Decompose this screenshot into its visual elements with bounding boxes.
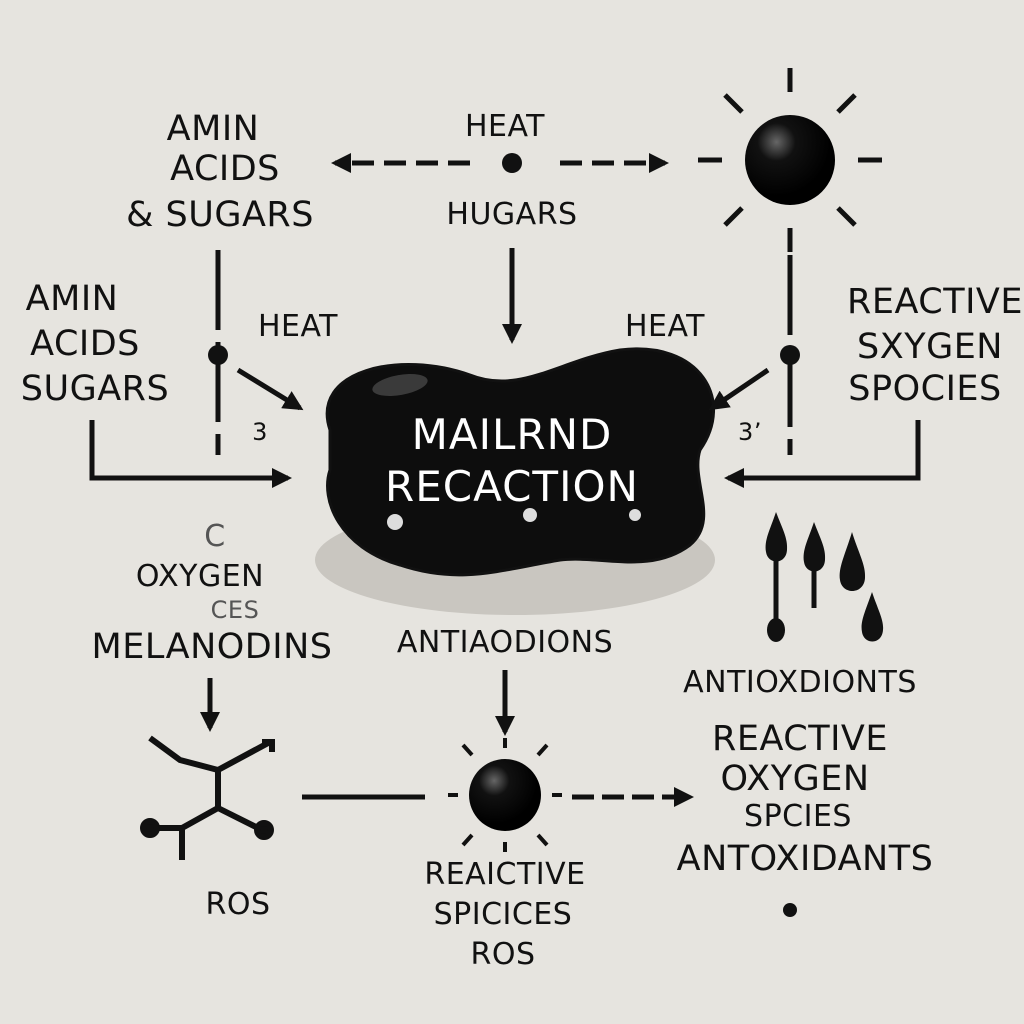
label-amino-2: ACIDS	[170, 149, 280, 189]
molecule-icon	[140, 735, 275, 860]
label-amino-mid-3: SUGARS	[20, 369, 170, 409]
heat-node-right	[780, 345, 800, 365]
reaction-title-line1: MAILRND	[411, 410, 613, 459]
label-antioxidants-br: ANTOXIDANTS	[676, 839, 934, 879]
label-heat-right: HEAT	[624, 309, 706, 344]
reaction-title-line2: RECACTION	[385, 462, 639, 511]
label-amino-mid-2: ACIDS	[30, 324, 140, 364]
label-amino-mid-1: AMIN	[25, 279, 119, 319]
droplet-icon	[765, 512, 788, 642]
label-reactive-bottom: REAICTIVE	[424, 857, 586, 892]
label-reactive-mid-3: SPOCIES	[848, 369, 1002, 409]
label-antiaodions: ANTIAODIONS	[396, 625, 614, 660]
label-reactive-mid-1: REACTIVE	[847, 282, 1023, 322]
label-oxygen-left: OXYGEN	[135, 559, 265, 594]
label-spcies-br: SPCIES	[744, 799, 852, 834]
label-reactive-br: REACTIVE	[712, 719, 888, 759]
blob-speck	[387, 514, 403, 530]
label-faint-ces: CES	[210, 596, 260, 624]
label-melanoidins: MELANODINS	[91, 627, 333, 667]
blob-speck	[629, 509, 641, 521]
label-oxygen-br: OXYGEN	[720, 759, 870, 799]
label-spicices: SPICICES	[433, 897, 573, 932]
droplet-icon	[803, 522, 826, 608]
label-hugars: HUGARS	[446, 197, 578, 232]
arrow-right-elbow	[724, 420, 921, 488]
label-antioxdionts: ANTIOXDIONTS	[683, 665, 917, 700]
dot-marker	[783, 903, 797, 917]
heat-node-top	[502, 153, 522, 173]
label-heat-left: HEAT	[257, 309, 339, 344]
label-ros-bottom: ROS	[470, 937, 536, 972]
label-number-left: 3	[252, 418, 268, 446]
label-reactive-mid-2: SXYGEN	[857, 327, 1003, 367]
label-faint-top: C	[204, 519, 226, 554]
label-number-right: 3’	[738, 418, 762, 446]
label-ros-left: ROS	[205, 887, 271, 922]
droplet-icon	[839, 532, 866, 592]
droplet-icon	[861, 592, 884, 642]
label-heat-top: HEAT	[464, 109, 546, 144]
blob-highlight	[372, 374, 428, 396]
blob-speck	[523, 508, 537, 522]
maillard-reaction-blob	[325, 347, 716, 577]
sun-icon	[448, 738, 562, 852]
arrow-right-diagonal	[708, 367, 770, 411]
arrow-left-diagonal	[236, 367, 304, 411]
sun-icon	[698, 68, 882, 252]
label-amino-1: AMIN	[166, 109, 260, 149]
arrow-left-elbow	[89, 420, 292, 488]
heat-node-left	[208, 345, 228, 365]
label-amino-3: & SUGARS	[126, 195, 314, 235]
